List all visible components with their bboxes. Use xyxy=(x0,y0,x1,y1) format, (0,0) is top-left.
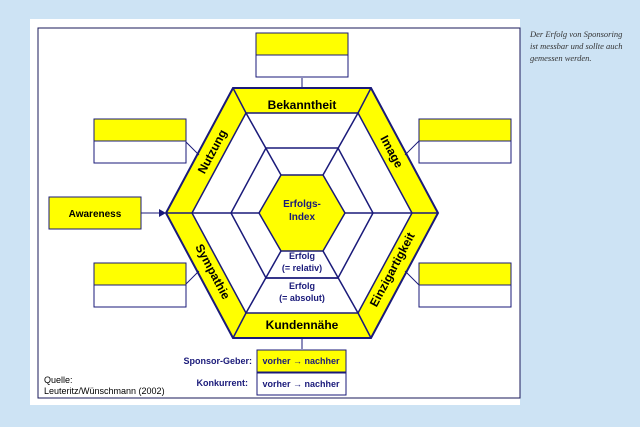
label-kundennaehe: Kundennähe xyxy=(266,318,339,332)
awareness-label: Awareness xyxy=(69,209,122,220)
awareness-arrow-icon xyxy=(159,209,166,217)
relative-label-line1: Erfolg xyxy=(289,251,315,261)
source-note: Quelle: Leuteritz/Wünschmann (2002) xyxy=(44,375,165,397)
awareness-box: Awareness xyxy=(48,196,142,230)
band-separators xyxy=(166,87,438,339)
box-lower-left xyxy=(93,262,187,308)
caption-text: Der Erfolg von Sponsoring ist messbar un… xyxy=(530,29,623,63)
absolute-label-line1: Erfolg xyxy=(289,281,315,291)
legend-value-konkurrent: vorher → nachher xyxy=(262,379,340,389)
hexagon-spokes xyxy=(192,112,412,314)
absolute-label-line2: (= absolut) xyxy=(279,293,325,303)
box-lower-right xyxy=(418,262,512,308)
legend-label-konkurrent: Konkurrent: xyxy=(197,378,249,388)
legend-box-sponsor xyxy=(256,349,347,373)
diagram-frame xyxy=(37,27,521,399)
legend-box-konkurrent xyxy=(256,372,347,396)
source-authors: Leuteritz/Wünschmann (2002) xyxy=(44,386,165,396)
legend-label-sponsor: Sponsor-Geber: xyxy=(183,356,252,366)
label-bekanntheit: Bekanntheit xyxy=(268,98,337,112)
center-label-line1: Erfolgs- xyxy=(283,199,321,210)
legend-value-sponsor: vorher → nachher xyxy=(262,356,340,366)
center-hexagon xyxy=(258,174,346,252)
box-upper-right xyxy=(418,118,512,164)
source-label: Quelle: xyxy=(44,375,73,385)
box-top xyxy=(255,32,349,78)
box-upper-left xyxy=(93,118,187,164)
center-label-line2: Index xyxy=(289,212,316,223)
relative-label-line2: (= relativ) xyxy=(282,263,322,273)
